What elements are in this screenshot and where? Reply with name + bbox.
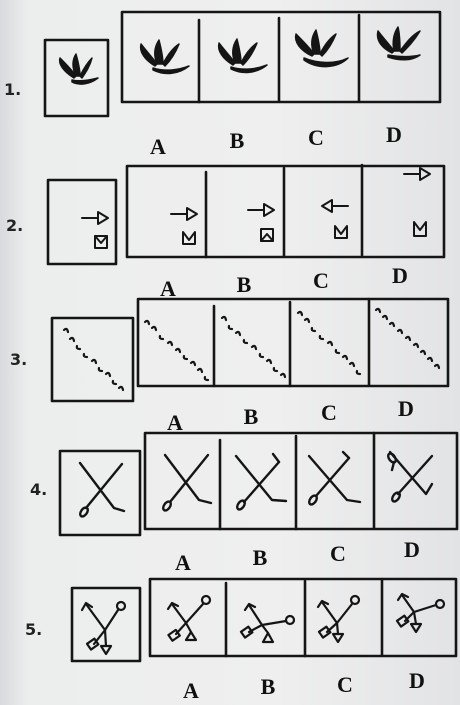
q2-option-d-label[interactable]: D: [385, 263, 415, 289]
option-a-cross-figure: [162, 455, 211, 512]
q2-option-c-label[interactable]: C: [306, 268, 336, 294]
q4-option-a-label[interactable]: A: [168, 550, 198, 576]
q5-option-b-label[interactable]: B: [253, 674, 283, 700]
option-a-tick-pattern: [145, 321, 208, 380]
option-b-key-figure: [241, 604, 294, 642]
option-a-arrow-figure: [171, 208, 197, 244]
option-c-tick-pattern: [298, 312, 360, 374]
option-c-arrow-figure: [322, 200, 348, 238]
q5-option-a-label[interactable]: A: [176, 678, 206, 704]
q5-number: 5.: [25, 620, 42, 639]
q2-question-box: [48, 180, 116, 264]
q5-question-box: [72, 588, 140, 661]
q5-option-c-label[interactable]: C: [330, 672, 360, 698]
q4-option-c-label[interactable]: C: [323, 541, 353, 567]
option-d-tick-pattern: [376, 309, 439, 368]
option-a-key-figure: [168, 596, 210, 641]
q2-option-a-label[interactable]: A: [153, 276, 183, 302]
option-b-tick-pattern: [222, 317, 285, 377]
q5-options-strip: [150, 579, 456, 656]
q3-option-d-label[interactable]: D: [391, 396, 421, 422]
q3-number: 3.: [10, 350, 27, 369]
q2-options-strip: [127, 166, 444, 257]
option-c-plant-figure: [296, 30, 348, 67]
option-d-cross-figure: [387, 452, 432, 503]
q3-option-c-label[interactable]: C: [314, 400, 344, 426]
q4-option-d-label[interactable]: D: [397, 537, 427, 563]
q3-tick-pattern: [64, 329, 123, 390]
option-c-key-figure: [318, 596, 359, 642]
q1-option-c-label[interactable]: C: [301, 125, 331, 151]
q4-cross-figure: [79, 463, 124, 518]
q4-question-box: [60, 451, 140, 535]
q1-number: 1.: [4, 80, 21, 99]
option-d-plant-figure: [378, 27, 420, 60]
q3-option-b-label[interactable]: B: [236, 404, 266, 430]
q1-plant-figure: [60, 54, 98, 84]
q2-number: 2.: [6, 216, 23, 235]
option-d-arrow-figure: [404, 168, 430, 236]
q1-option-a-label[interactable]: A: [143, 134, 173, 160]
q2-arrow-figure: [82, 212, 108, 248]
q4-option-b-label[interactable]: B: [245, 545, 275, 571]
q3-option-a-label[interactable]: A: [160, 410, 190, 436]
option-b-plant-figure: [219, 39, 267, 72]
q1-option-b-label[interactable]: B: [222, 128, 252, 154]
option-b-cross-figure: [236, 454, 286, 511]
q1-option-d-label[interactable]: D: [379, 122, 409, 148]
option-d-key-figure: [397, 594, 444, 632]
q3-options-strip: [138, 299, 448, 386]
option-a-plant-figure: [141, 40, 189, 73]
option-c-cross-figure: [308, 452, 360, 506]
q5-option-d-label[interactable]: D: [402, 668, 432, 694]
q5-key-figure: [82, 602, 125, 654]
q4-number: 4.: [30, 480, 47, 499]
option-b-arrow-figure: [248, 204, 274, 241]
q2-option-b-label[interactable]: B: [229, 272, 259, 298]
